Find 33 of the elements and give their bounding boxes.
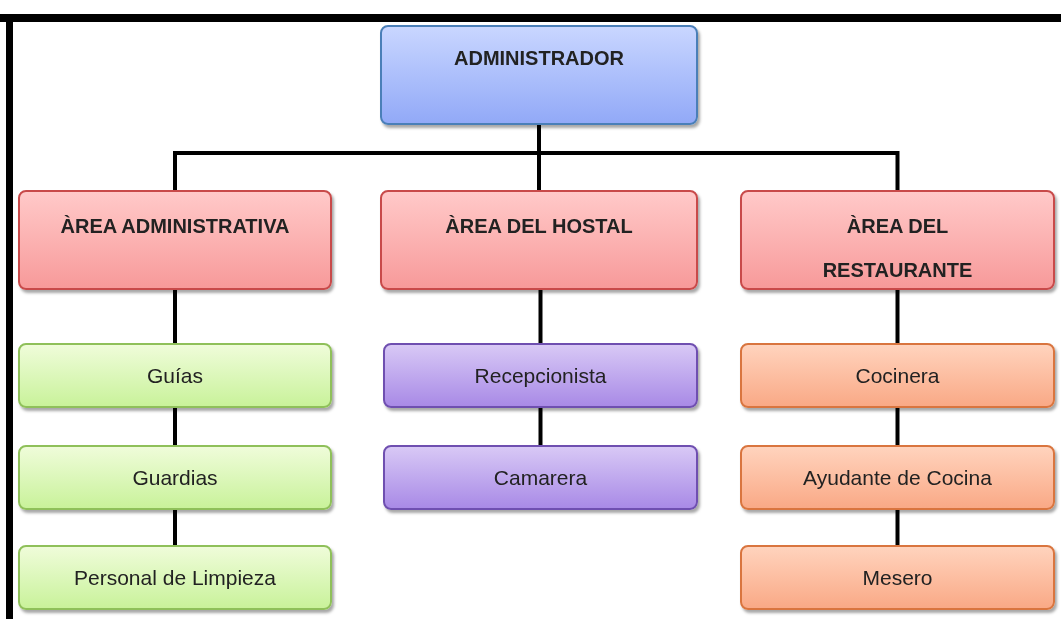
org-box [740, 190, 1055, 290]
box-label: ÀREA DEL HOSTAL [445, 214, 633, 239]
box-label: Recepcionista [474, 362, 607, 389]
org-box [740, 343, 1055, 408]
org-box [383, 343, 698, 408]
connector-line [895, 510, 900, 545]
box-label: ÀREA DEL RESTAURANTE [821, 214, 974, 283]
box-label: Guardias [132, 464, 218, 491]
connector-line [538, 290, 543, 343]
org-box [18, 445, 332, 510]
connector-line [173, 510, 177, 545]
box-label: ADMINISTRADOR [454, 46, 624, 71]
connector-line [537, 125, 900, 190]
org-box [18, 545, 332, 610]
box-label: Personal de Limpieza [74, 564, 276, 591]
connector-line [173, 408, 177, 445]
org-box [18, 190, 332, 290]
org-box [380, 190, 698, 290]
box-label: Ayudante de Cocina [803, 464, 992, 491]
box-label: Guías [147, 362, 203, 389]
connector-line [895, 290, 900, 343]
box-label: Cocinera [855, 362, 940, 389]
connector-line [895, 408, 900, 445]
org-box [383, 445, 698, 510]
box-label: Camarera [493, 464, 588, 491]
connector-line [538, 408, 543, 445]
org-box [380, 25, 698, 125]
org-box [18, 343, 332, 408]
box-label: Mesero [862, 564, 933, 591]
org-box [740, 445, 1055, 510]
connector-line [173, 290, 177, 343]
org-box [740, 545, 1055, 610]
box-label: ÀREA ADMINISTRATIVA [60, 214, 290, 239]
